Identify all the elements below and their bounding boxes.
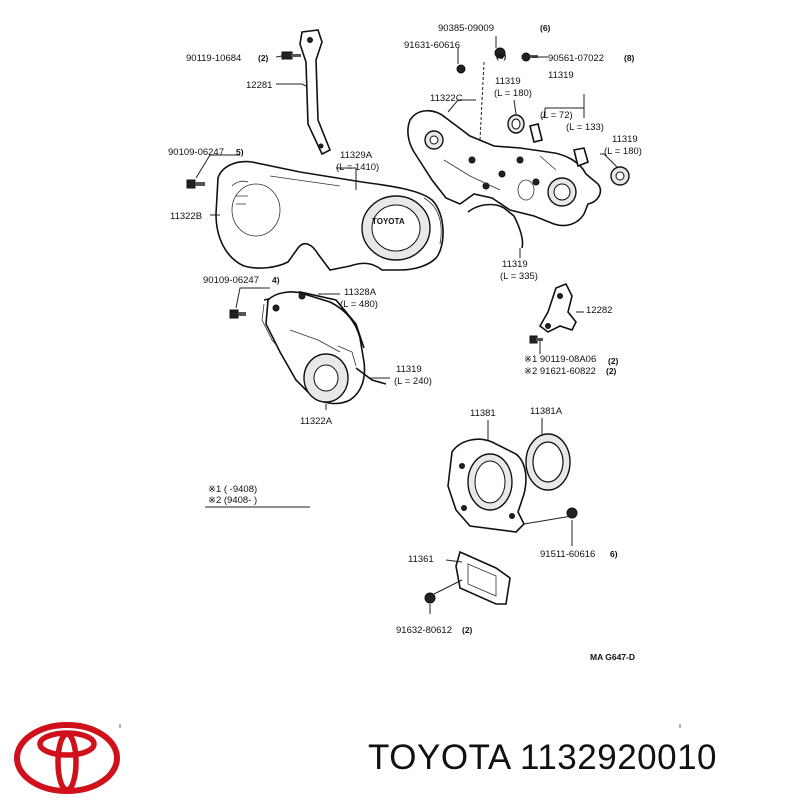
bolt-91511-60616 xyxy=(566,507,578,519)
bracket-12281 xyxy=(299,29,332,156)
label-11319-c: 11319 xyxy=(612,134,638,145)
label-11361: 11361 xyxy=(408,554,434,565)
fasteners-top-right xyxy=(456,47,538,74)
lower-timing-cover-11322a xyxy=(265,291,366,405)
seal-retainer-11381 xyxy=(447,438,527,533)
qty-90109-06247-b: 4) xyxy=(272,275,280,285)
length-11329a: (L = 1410) xyxy=(336,162,379,173)
qty-90385-09009: (6) xyxy=(540,23,551,33)
length-11319-c: (L = 180) xyxy=(604,146,642,157)
qty-90119-10684: (2) xyxy=(258,53,269,63)
note-2: ※2 (9408- ) xyxy=(208,495,257,506)
seal-11319-180-right xyxy=(610,166,630,186)
label-12281: 12281 xyxy=(246,80,272,91)
label-90385-09009: 90385-09009 xyxy=(438,23,494,34)
length-11319-e: (L = 240) xyxy=(394,376,432,387)
bolt-90109-06247-mid xyxy=(229,309,246,319)
label-91632-80612: 91632-80612 xyxy=(396,625,452,636)
label-90119-10684: 90119-10684 xyxy=(186,53,241,64)
qty-90561-07022: (8) xyxy=(624,53,635,63)
label-12282: 12282 xyxy=(586,305,612,316)
label-11319-d: 11319 xyxy=(502,259,528,270)
seal-11319-72 xyxy=(529,123,543,143)
label-90119-08a06: ※1 90119-08A06 xyxy=(524,354,596,365)
seal-11319-240 xyxy=(355,367,387,385)
label-11381a: 11381A xyxy=(530,406,563,417)
label-91621-60822: ※2 91621-60822 xyxy=(524,366,596,377)
rear-timing-cover-11322c xyxy=(407,109,602,227)
upper-timing-cover-11322b: TOYOTA xyxy=(215,160,444,271)
label-11319-e: 11319 xyxy=(396,364,422,375)
label-91631-60616: 91631-60616 xyxy=(404,40,460,51)
label-90561-07022: 90561-07022 xyxy=(548,53,604,64)
bracket-lines-11319 xyxy=(541,94,585,119)
qty-90119-08a06: (2) xyxy=(608,356,619,366)
qty-91632-80612: (2) xyxy=(462,625,473,635)
label-11322a: 11322A xyxy=(300,416,333,427)
label-91511-60616: 91511-60616 xyxy=(540,549,595,560)
bolt-91632-80612 xyxy=(424,592,436,604)
note-1: ※1 ( -9408) xyxy=(208,484,257,495)
label-11328a: 11328A xyxy=(344,287,377,298)
length-11319-d: (L = 335) xyxy=(500,271,538,282)
length-11328a: (L = 480) xyxy=(340,299,378,310)
diagram-code: MA G647-D xyxy=(590,652,635,662)
toyota-logo-icon xyxy=(14,722,120,794)
svg-text:TOYOTA: TOYOTA xyxy=(372,217,405,226)
bolt-90109-06247-top xyxy=(186,179,205,189)
qty-90109-06247-a: 5) xyxy=(236,147,244,157)
qty-91511-60616: 6) xyxy=(610,549,618,559)
label-11381: 11381 xyxy=(470,408,496,419)
corner-marks xyxy=(119,724,681,728)
bolt-90119-08a06 xyxy=(529,335,543,344)
qty-91621-60822: (2) xyxy=(606,366,617,376)
bolt-90119-10684 xyxy=(281,51,301,60)
label-90109-06247-b: 90109-06247 xyxy=(203,275,259,286)
label-11322c: 11322C xyxy=(430,93,463,104)
label-11319-b: 11319 xyxy=(548,70,574,81)
plate-11361 xyxy=(455,550,511,605)
label-11319-a: 11319 xyxy=(495,76,521,87)
seal-11319-335 xyxy=(467,203,524,249)
leader-lines xyxy=(195,36,619,614)
bracket-12282 xyxy=(538,282,577,333)
label-11322b: 11322B xyxy=(170,211,202,222)
leader-11322c xyxy=(479,61,485,141)
seal-11319-180-upper xyxy=(507,114,525,134)
label-11329a: 11329A xyxy=(340,150,373,161)
qty-91631-60616: (6) xyxy=(496,51,507,61)
seal-11319-133 xyxy=(573,147,589,168)
length-11319-b1: (L = 72) xyxy=(540,110,573,121)
label-90109-06247-a: 90109-06247 xyxy=(168,147,224,158)
oil-seal-11381a xyxy=(525,433,571,491)
brand-part-number: TOYOTA 1132920010 xyxy=(368,738,718,777)
length-11319-a: (L = 180) xyxy=(494,88,532,99)
length-11319-b2: (L = 133) xyxy=(566,122,604,133)
